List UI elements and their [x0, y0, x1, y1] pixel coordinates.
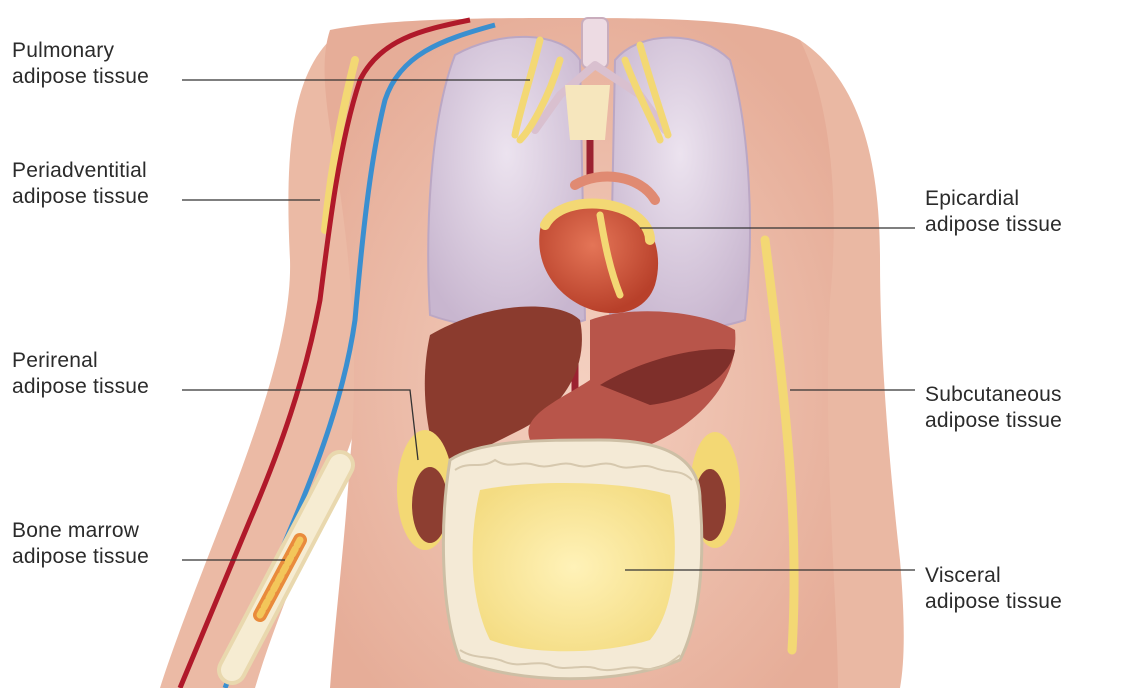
label-perirenal-line2: adipose tissue [12, 375, 150, 398]
label-epicardial-line1: Epicardial [925, 187, 1020, 210]
label-bone-marrow-line2: adipose tissue [12, 545, 150, 568]
label-visceral-line2: adipose tissue [925, 590, 1063, 613]
label-pulmonary-line2: adipose tissue [12, 65, 150, 88]
label-subcutaneous-line1: Subcutaneous [925, 383, 1062, 406]
periadventitial-fat [321, 56, 359, 234]
label-pulmonary: Pulmonary adipose tissue [12, 38, 149, 90]
spleen [600, 349, 735, 405]
label-epicardial-line2: adipose tissue [925, 213, 1063, 236]
label-bone-marrow: Bone marrow adipose tissue [12, 518, 149, 570]
label-perirenal: Perirenal adipose tissue [12, 348, 149, 400]
label-periadventitial: Periadventitial adipose tissue [12, 158, 149, 210]
label-perirenal-line1: Perirenal [12, 349, 98, 372]
label-periadventitial-line2: adipose tissue [12, 185, 150, 208]
label-periadventitial-line1: Periadventitial [12, 159, 147, 182]
leader-lines [182, 79, 915, 571]
leader-perirenal [182, 389, 419, 461]
trachea [531, 17, 669, 134]
bone [217, 450, 355, 685]
label-epicardial: Epicardial adipose tissue [925, 186, 1062, 238]
label-pulmonary-line1: Pulmonary [12, 39, 115, 62]
pulmonary-fat [511, 36, 672, 144]
label-subcutaneous-line2: adipose tissue [925, 409, 1063, 432]
label-subcutaneous: Subcutaneous adipose tissue [925, 382, 1062, 434]
visceral-fat [472, 483, 675, 652]
label-bone-marrow-line1: Bone marrow [12, 519, 140, 542]
artery [177, 17, 471, 688]
label-visceral-line1: Visceral [925, 564, 1001, 587]
subcutaneous-fat [760, 235, 799, 655]
liver [424, 306, 582, 470]
label-visceral: Visceral adipose tissue [925, 563, 1062, 615]
